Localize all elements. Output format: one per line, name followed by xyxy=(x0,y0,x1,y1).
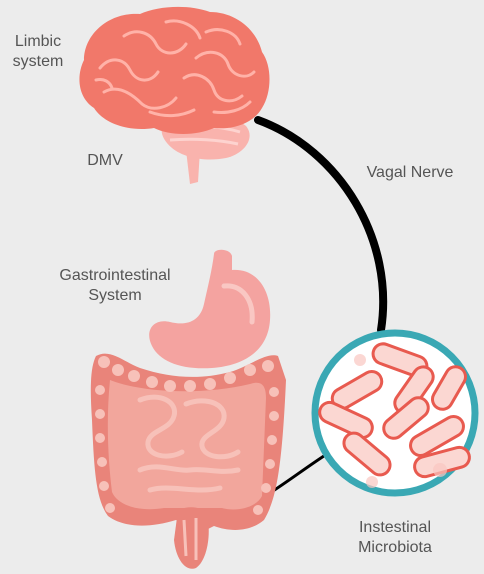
gastrointestinal-system-label: Gastrointestinal System xyxy=(40,266,190,306)
limbic-label-line1: Limbic xyxy=(2,32,74,52)
microbiota-label-line2: Microbiota xyxy=(330,538,460,558)
limbic-system-label: Limbic system xyxy=(2,32,74,72)
intestine-icon xyxy=(91,354,286,569)
vagal-nerve-line xyxy=(258,120,383,330)
magnifier-lens-icon xyxy=(315,333,475,493)
gi-label-line2: System xyxy=(40,286,190,306)
rectum xyxy=(174,507,209,569)
vagal-nerve-label: Vagal Nerve xyxy=(350,163,470,183)
gi-label-line1: Gastrointestinal xyxy=(40,266,190,286)
microbiota-label-line1: Instestinal xyxy=(330,518,460,538)
dmv-label: DMV xyxy=(76,151,134,171)
intestinal-microbiota-label: Instestinal Microbiota xyxy=(330,518,460,558)
limbic-label-line2: system xyxy=(2,52,74,72)
